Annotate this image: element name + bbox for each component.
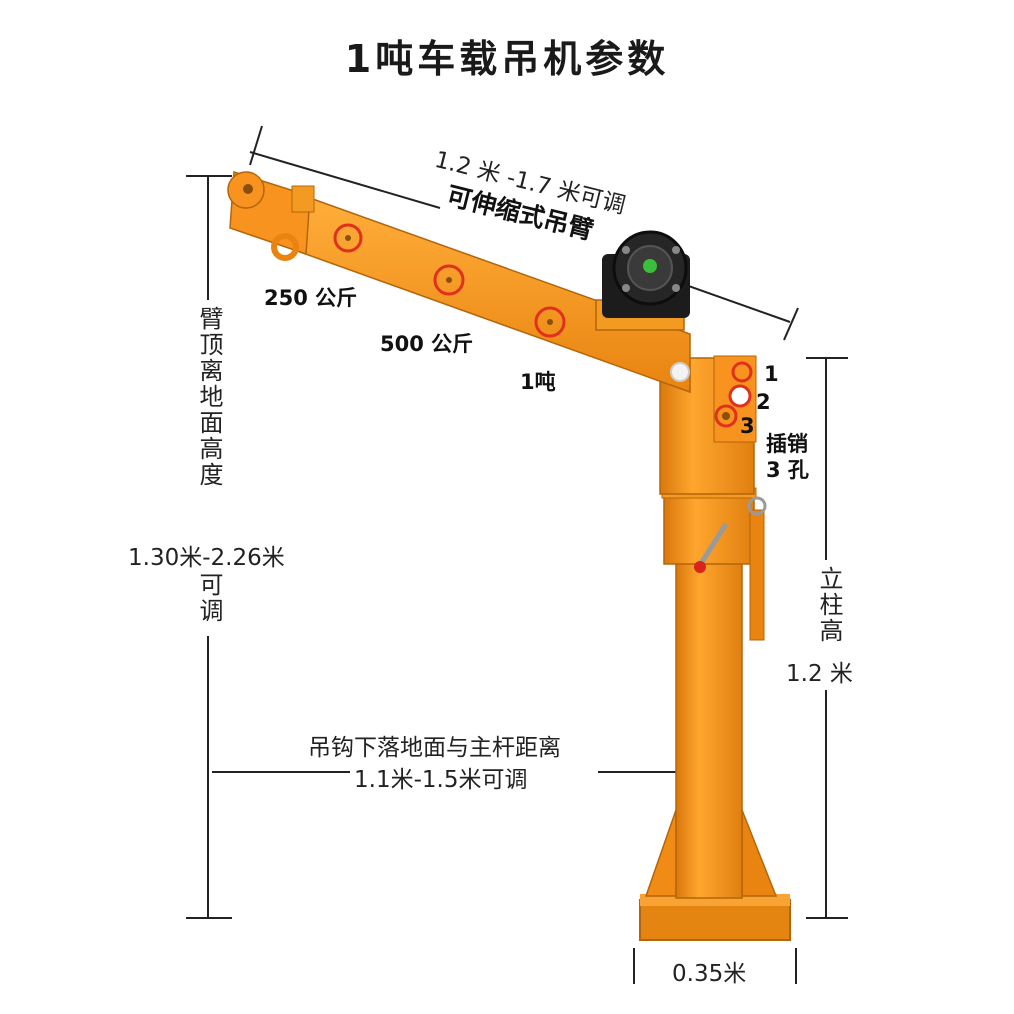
load-marker-500	[433, 264, 465, 296]
hook-distance-label: 吊钩下落地面与主杆距离	[308, 735, 561, 761]
pin-number-1: 1	[764, 362, 779, 386]
load-label-1t: 1吨	[520, 370, 556, 394]
height-range: 1.30米-2.26米	[128, 545, 285, 571]
column	[661, 487, 767, 899]
page-title: 1吨车载吊机参数	[344, 37, 670, 81]
column-value: 1.2 米	[786, 661, 853, 687]
height-adjustable: 可调	[195, 572, 223, 624]
pin-label-line2: 3 孔	[766, 458, 809, 482]
base-width-label: 0.35米	[672, 961, 747, 987]
load-marker-1t	[534, 306, 566, 338]
pin-number-3: 3	[740, 414, 755, 438]
boom	[227, 170, 691, 394]
pin-hole-1	[731, 361, 753, 383]
load-label-250: 250 公斤	[264, 286, 358, 310]
column-label: 立柱高	[815, 566, 843, 644]
load-label-500: 500 公斤	[380, 332, 474, 356]
pin-holes	[670, 361, 753, 428]
column-height-dimension	[806, 357, 848, 919]
pin-label-line1: 插销	[766, 432, 808, 456]
pin-hole-2	[728, 384, 752, 408]
hook-distance-range: 1.1米-1.5米可调	[354, 767, 528, 793]
pin-number-2: 2	[756, 390, 771, 414]
winch	[595, 230, 690, 331]
load-markers	[333, 223, 566, 338]
load-marker-250	[333, 223, 363, 253]
height-label: 臂顶离地面高度	[195, 306, 223, 488]
height-dimension	[186, 175, 232, 919]
base-width-dimension	[633, 948, 797, 984]
